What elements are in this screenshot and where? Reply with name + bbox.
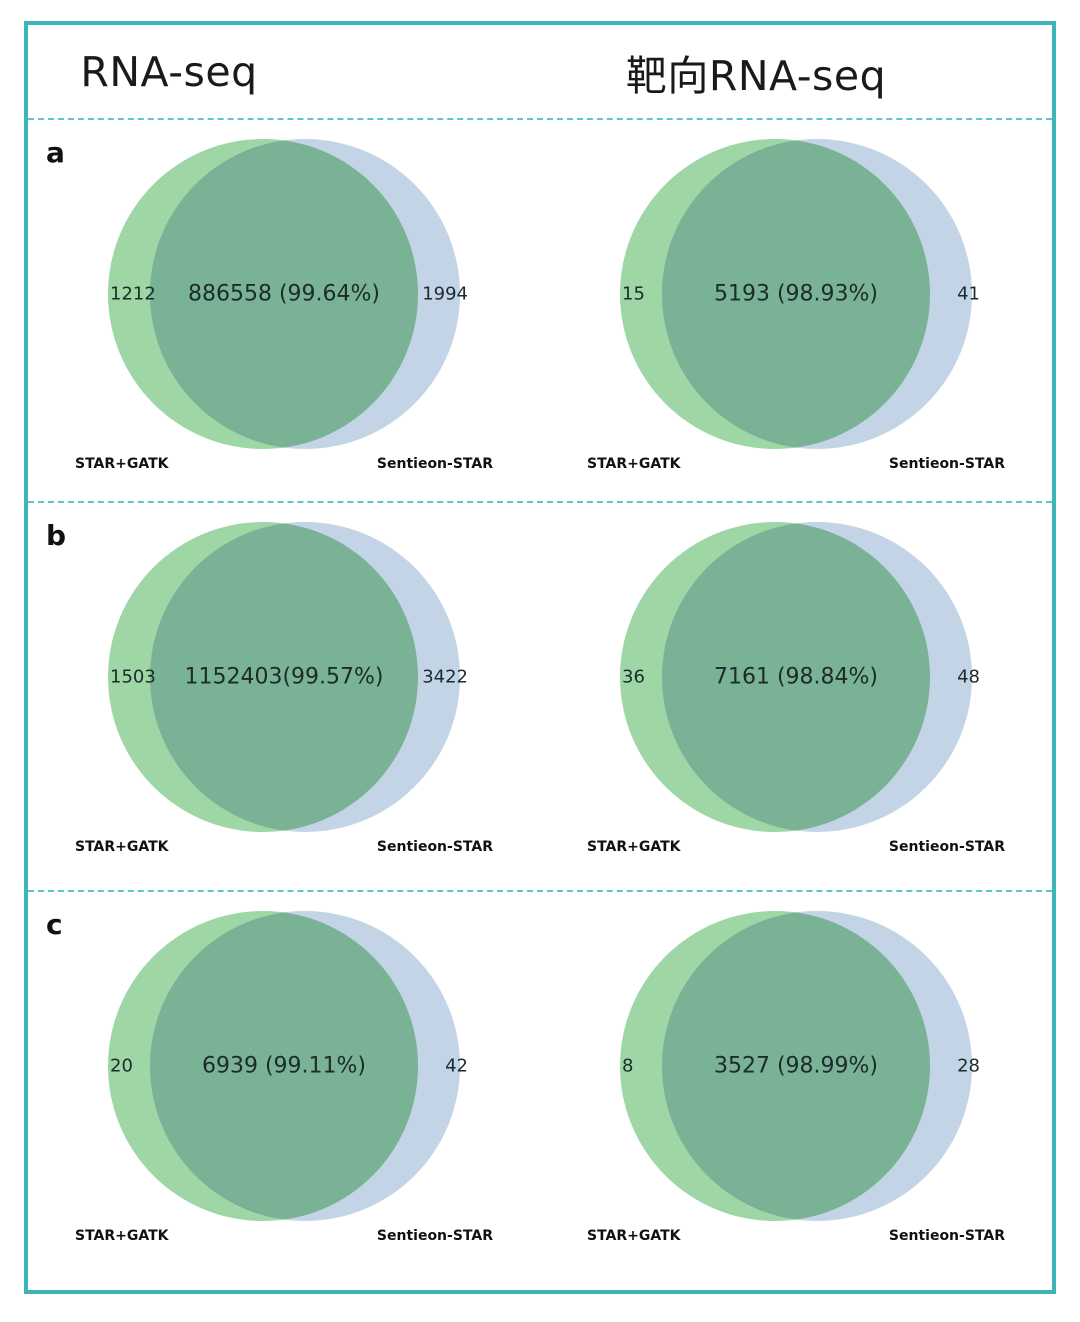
venn-circle-sentieon-star (662, 139, 972, 449)
venn-panel-b-rna-seq: 1503 1152403(99.57%) 3422 STAR+GATK Sent… (28, 503, 540, 889)
venn-panel-a-rna-seq: 1212 886558 (99.64%) 1994 STAR+GATK Sent… (28, 120, 540, 500)
divider-header (28, 118, 1052, 120)
set-label-star-gatk: STAR+GATK (75, 1228, 169, 1244)
venn-stage: 1503 1152403(99.57%) 3422 (94, 517, 474, 837)
venn-set-labels: STAR+GATK Sentieon-STAR (581, 1228, 1011, 1244)
panel-label-a: a (46, 136, 65, 169)
set-label-sentieon-star: Sentieon-STAR (888, 456, 1005, 472)
venn-count-right-only: 3422 (422, 666, 468, 688)
set-label-star-gatk: STAR+GATK (75, 839, 169, 855)
panel-row-c: c 20 6939 (99.11%) 42 STAR+GATK Sentieon… (28, 892, 1052, 1292)
venn-count-right-only: 28 (957, 1055, 980, 1077)
venn-count-intersection: 1152403(99.57%) (184, 664, 384, 690)
venn-panel-c-targeted-rna-seq: 8 3527 (98.99%) 28 STAR+GATK Sentieon-ST… (540, 892, 1052, 1292)
venn-stage: 15 5193 (98.93%) 41 (606, 134, 986, 454)
panel-row-a: a 1212 886558 (99.64%) 1994 STAR+GATK Se… (28, 120, 1052, 500)
venn-count-intersection: 3527 (98.99%) (713, 1053, 879, 1079)
set-label-star-gatk: STAR+GATK (587, 456, 681, 472)
venn-count-right-only: 42 (445, 1055, 468, 1077)
venn-count-intersection: 886558 (99.64%) (187, 281, 381, 307)
venn-count-intersection: 7161 (98.84%) (713, 664, 879, 690)
venn-stage: 20 6939 (99.11%) 42 (94, 906, 474, 1226)
divider-a-b (28, 501, 1052, 503)
venn-panel-c-rna-seq: 20 6939 (99.11%) 42 STAR+GATK Sentieon-S… (28, 892, 540, 1292)
venn-stage: 36 7161 (98.84%) 48 (606, 517, 986, 837)
venn-circle-sentieon-star (150, 911, 460, 1221)
venn-set-labels: STAR+GATK Sentieon-STAR (69, 839, 499, 855)
panel-row-b: b 1503 1152403(99.57%) 3422 STAR+GATK Se… (28, 503, 1052, 889)
venn-circle-sentieon-star (662, 911, 972, 1221)
panel-label-b: b (46, 519, 67, 552)
venn-circle-sentieon-star (150, 139, 460, 449)
venn-set-labels: STAR+GATK Sentieon-STAR (581, 456, 1011, 472)
panel-label-c: c (46, 908, 63, 941)
venn-count-left-only: 8 (622, 1055, 634, 1077)
venn-panel-a-targeted-rna-seq: 15 5193 (98.93%) 41 STAR+GATK Sentieon-S… (540, 120, 1052, 500)
venn-stage: 1212 886558 (99.64%) 1994 (94, 134, 474, 454)
column-header-rna-seq: RNA-seq (80, 47, 258, 96)
venn-set-labels: STAR+GATK Sentieon-STAR (69, 456, 499, 472)
venn-count-left-only: 20 (110, 1055, 133, 1077)
column-header-row: RNA-seq 靶向RNA-seq (28, 25, 1052, 118)
set-label-sentieon-star: Sentieon-STAR (888, 839, 1005, 855)
venn-count-left-only: 1503 (110, 666, 156, 688)
venn-count-right-only: 1994 (422, 283, 468, 305)
set-label-sentieon-star: Sentieon-STAR (376, 456, 493, 472)
venn-set-labels: STAR+GATK Sentieon-STAR (69, 1228, 499, 1244)
venn-count-left-only: 36 (622, 666, 645, 688)
venn-circle-sentieon-star (662, 522, 972, 832)
venn-count-intersection: 6939 (99.11%) (201, 1053, 367, 1079)
set-label-star-gatk: STAR+GATK (587, 839, 681, 855)
venn-count-left-only: 1212 (110, 283, 156, 305)
set-label-sentieon-star: Sentieon-STAR (888, 1228, 1005, 1244)
venn-count-right-only: 48 (957, 666, 980, 688)
venn-set-labels: STAR+GATK Sentieon-STAR (581, 839, 1011, 855)
set-label-star-gatk: STAR+GATK (75, 456, 169, 472)
venn-count-intersection: 5193 (98.93%) (713, 281, 879, 307)
venn-circle-sentieon-star (150, 522, 460, 832)
venn-count-left-only: 15 (622, 283, 645, 305)
column-header-targeted-rna-seq: 靶向RNA-seq (625, 51, 887, 100)
set-label-sentieon-star: Sentieon-STAR (376, 839, 493, 855)
set-label-sentieon-star: Sentieon-STAR (376, 1228, 493, 1244)
venn-panel-b-targeted-rna-seq: 36 7161 (98.84%) 48 STAR+GATK Sentieon-S… (540, 503, 1052, 889)
venn-stage: 8 3527 (98.99%) 28 (606, 906, 986, 1226)
venn-count-right-only: 41 (957, 283, 980, 305)
divider-b-c (28, 890, 1052, 892)
set-label-star-gatk: STAR+GATK (587, 1228, 681, 1244)
